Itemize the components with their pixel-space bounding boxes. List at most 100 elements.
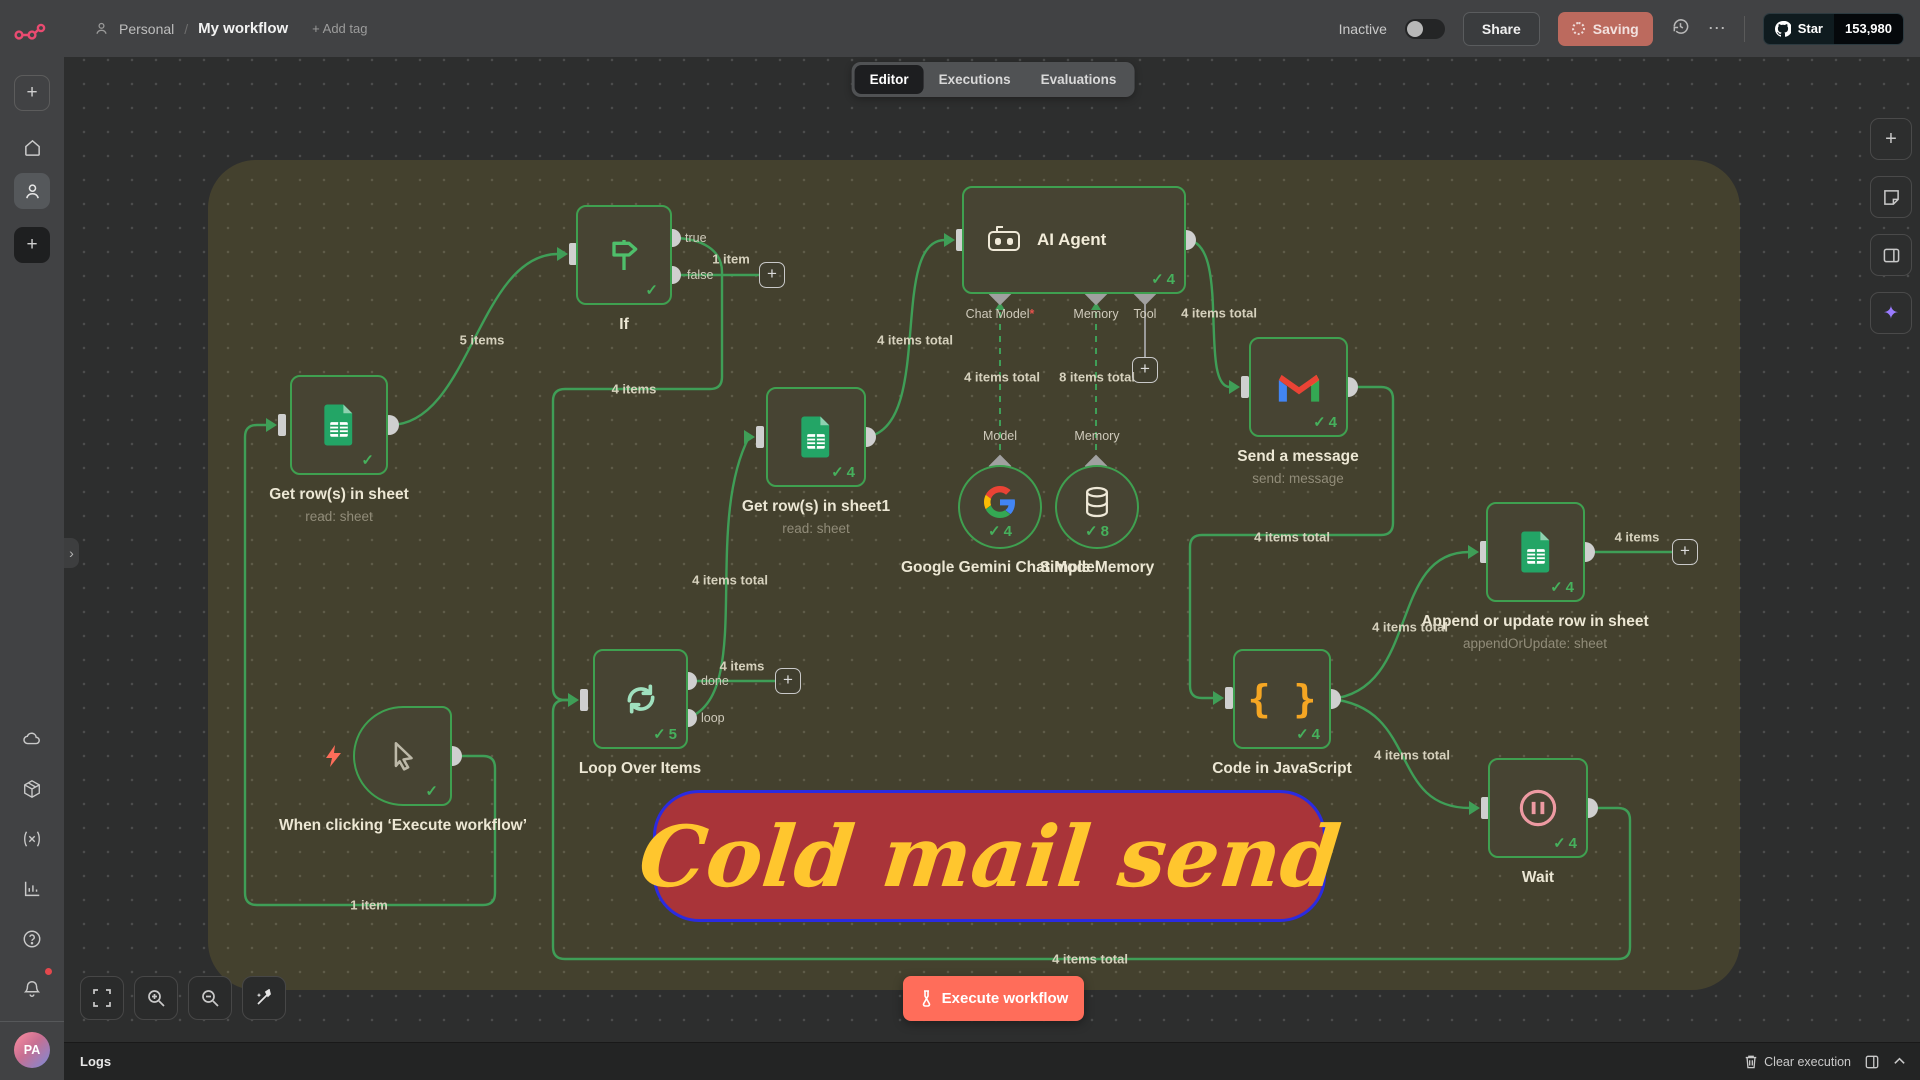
add-tool-button[interactable]: + [1132, 357, 1158, 383]
connection-items-label: 4 items total [1181, 305, 1257, 321]
node-gemini-chat-model[interactable]: ✓4 [958, 465, 1042, 549]
breadcrumb-project[interactable]: Personal [119, 20, 175, 37]
node-code-javascript[interactable]: { } ✓4 [1233, 649, 1331, 749]
edge-sheet1-agent [865, 238, 946, 439]
more-options-button[interactable]: ⋯ [1707, 18, 1726, 38]
node-get-rows-sheet1[interactable]: ✓4 [766, 387, 866, 487]
port-label: Chat Model* [965, 307, 1035, 321]
history-button[interactable] [1671, 17, 1690, 41]
tidy-up-button[interactable] [242, 976, 286, 1020]
breadcrumb: Personal / My workflow + Add tag [94, 20, 367, 37]
open-logs-button[interactable] [1865, 1055, 1879, 1069]
sidebar-item-notifications[interactable] [14, 968, 52, 1007]
notification-dot [45, 968, 52, 975]
add-node-button[interactable]: + [1672, 539, 1698, 565]
tab-evaluations[interactable]: Evaluations [1040, 72, 1117, 87]
success-check: ✓4 [1296, 725, 1320, 744]
github-star-widget[interactable]: Star 153,980 [1762, 12, 1904, 45]
node-label: Simple Memory [1039, 559, 1155, 576]
sidebar-item-help[interactable] [14, 921, 50, 957]
node-loop-over-items[interactable]: ✓5 [593, 649, 688, 749]
connection-items-label: 4 items total [877, 332, 953, 348]
status-label: Inactive [1338, 20, 1387, 37]
node-manual-trigger[interactable]: ✓ [353, 706, 452, 806]
port-label: true [685, 231, 707, 245]
node-ai-agent[interactable]: AI Agent ✓4 [962, 186, 1186, 294]
connection-items-label: 4 items total [692, 572, 768, 588]
tab-executions[interactable]: Executions [938, 72, 1011, 87]
clear-execution-button[interactable]: Clear execution [1744, 1054, 1851, 1069]
connection-items-label: 8 items total [1059, 369, 1135, 385]
add-node-button[interactable]: + [759, 262, 785, 288]
port-label: Memory [1074, 429, 1120, 443]
sidebar-create-button[interactable]: + [14, 75, 50, 111]
node-get-rows-sheet[interactable]: ✓ [290, 375, 388, 475]
tab-editor[interactable]: Editor [854, 65, 924, 94]
loop-icon [595, 651, 686, 747]
sidebar-item-personal[interactable] [14, 173, 50, 209]
share-button[interactable]: Share [1462, 11, 1540, 46]
edge-gmail-code [1188, 385, 1395, 700]
workflow-title[interactable]: My workflow [198, 20, 289, 37]
canvas-controls [80, 976, 286, 1020]
sidebar: + + PA [0, 0, 64, 1080]
ai-assistant-button[interactable]: ✦ [1870, 292, 1912, 334]
lightning-bolt-icon [326, 745, 341, 767]
user-avatar[interactable]: PA [14, 1032, 50, 1068]
zoom-out-button[interactable] [188, 976, 232, 1020]
sticky-note-button[interactable] [1870, 176, 1912, 218]
n8n-logo[interactable] [14, 22, 50, 49]
expand-panel-chevron[interactable]: › [64, 538, 79, 568]
port-label: done [701, 674, 729, 688]
saving-button[interactable]: Saving [1557, 11, 1653, 46]
execute-workflow-button[interactable]: Execute workflow [903, 976, 1084, 1021]
curly-braces-icon: { } [1247, 677, 1317, 721]
node-title: AI Agent [1037, 230, 1107, 249]
success-check: ✓5 [653, 725, 677, 744]
zoom-in-button[interactable] [134, 976, 178, 1020]
success-check: ✓4 [831, 463, 855, 482]
node-if[interactable]: ✓ [576, 205, 672, 305]
canvas-right-toolbar: + ✦ [1870, 118, 1912, 334]
node-wait[interactable]: ✓4 [1488, 758, 1588, 858]
expand-logs-button[interactable] [1893, 1055, 1906, 1068]
success-check: ✓ [361, 452, 374, 469]
package-icon [24, 780, 40, 798]
active-toggle[interactable] [1404, 18, 1445, 39]
add-node-panel-button[interactable]: + [1870, 118, 1912, 160]
node-gmail-send[interactable]: ✓4 [1249, 337, 1348, 437]
success-check: ✓ [645, 282, 658, 299]
variables-icon [24, 831, 40, 847]
sidebar-item-cloud[interactable] [14, 721, 50, 757]
cold-mail-banner[interactable]: Cold mail send [634, 790, 1345, 922]
bell-icon [23, 980, 41, 997]
port-label: Tool [1133, 307, 1157, 321]
toggle-panel-button[interactable] [1870, 234, 1912, 276]
banner-text: Cold mail send [634, 806, 1345, 906]
success-check: ✓ [425, 783, 438, 800]
connection-items-label: 4 items [719, 658, 765, 674]
port-label: loop [701, 711, 725, 725]
sidebar-item-home[interactable] [14, 129, 50, 165]
sidebar-item-templates[interactable] [14, 771, 50, 807]
google-sheets-icon [768, 389, 864, 485]
sidebar-item-variables[interactable] [14, 821, 50, 857]
fit-view-button[interactable] [80, 976, 124, 1020]
sidebar-item-insights[interactable] [14, 871, 50, 907]
spinner-icon [1571, 22, 1585, 35]
add-node-button[interactable]: + [775, 668, 801, 694]
divider [1743, 15, 1745, 42]
node-simple-memory[interactable]: ✓8 [1055, 465, 1139, 549]
sidebar-add-project-button[interactable]: + [14, 227, 50, 263]
node-label: If [619, 316, 629, 333]
signpost-icon [578, 207, 670, 303]
node-append-update-sheet[interactable]: ✓4 [1486, 502, 1585, 602]
connection-items-label: 4 items [611, 381, 657, 397]
add-tag-button[interactable]: + Add tag [312, 21, 368, 36]
trash-icon [1745, 1055, 1757, 1069]
connection-items-label: 4 items total [964, 369, 1040, 385]
gmail-icon [1251, 339, 1346, 435]
